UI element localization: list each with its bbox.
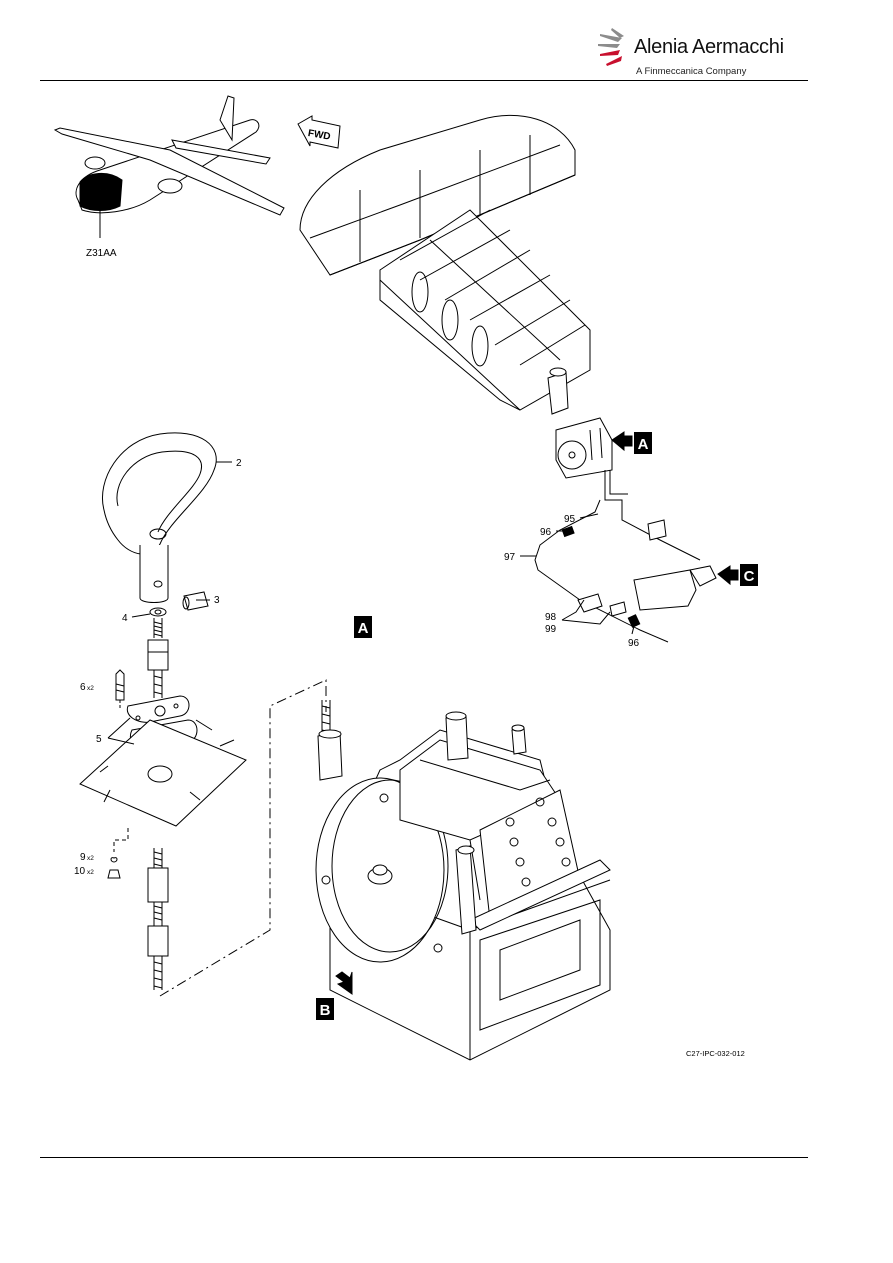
callout-item-99: 99 [545, 624, 557, 635]
footer-rule [40, 1157, 808, 1158]
view-a-letter-detail: A [358, 620, 369, 637]
header-rule [40, 80, 808, 81]
view-c-arrow-icon [717, 565, 739, 586]
callout-item-9-qty: x2 [87, 855, 94, 862]
callout-item-98: 98 [545, 612, 557, 623]
callout-item-3: 3 [214, 595, 220, 606]
assembly-connector-line [159, 679, 327, 997]
callout-item-96-upper: 96 [540, 527, 552, 538]
logo-mark-icon [598, 28, 624, 66]
fwd-arrow-icon [297, 115, 341, 149]
view-b-arrow-icon [335, 971, 353, 995]
fwd-label: FWD [307, 128, 331, 143]
logo-subtitle: A Finmeccanica Company [636, 66, 747, 77]
callout-item-97: 97 [504, 552, 516, 563]
view-a-letter-upper: A [638, 436, 649, 453]
view-a-box-detail: A [354, 616, 372, 638]
callout-item-10: 10 [74, 866, 86, 877]
callout-item-4: 4 [122, 613, 128, 624]
callout-item-2: 2 [236, 458, 242, 469]
callout-leaders [107, 461, 635, 745]
handle-assembly [79, 432, 247, 990]
callout-item-5: 5 [96, 734, 102, 745]
figure-reference: C27-IPC-032-012 [686, 1049, 745, 1058]
zone-label: Z31AA [86, 248, 117, 259]
aircraft-locator-icon [53, 95, 285, 238]
logo-name: Alenia Aermacchi [634, 36, 784, 58]
callout-item-6: 6 [80, 682, 86, 693]
callout-item-95: 95 [564, 514, 576, 525]
control-unit-small [534, 417, 717, 643]
detail-view-a [315, 700, 611, 1061]
callout-item-10-qty: x2 [87, 869, 94, 876]
view-b-box: B [316, 998, 334, 1020]
pedestal-structure [299, 114, 591, 415]
view-c-box: C [740, 564, 758, 586]
company-logo: Alenia Aermacchi A Finmeccanica Company [596, 22, 796, 82]
callout-item-96-lower: 96 [628, 638, 640, 649]
callout-item-6-qty: x2 [87, 685, 94, 692]
view-b-letter: B [320, 1002, 331, 1019]
view-a-box-upper: A [634, 432, 652, 454]
view-a-arrow-icon [611, 431, 633, 452]
callout-item-9: 9 [80, 852, 86, 863]
view-c-letter: C [744, 568, 755, 585]
